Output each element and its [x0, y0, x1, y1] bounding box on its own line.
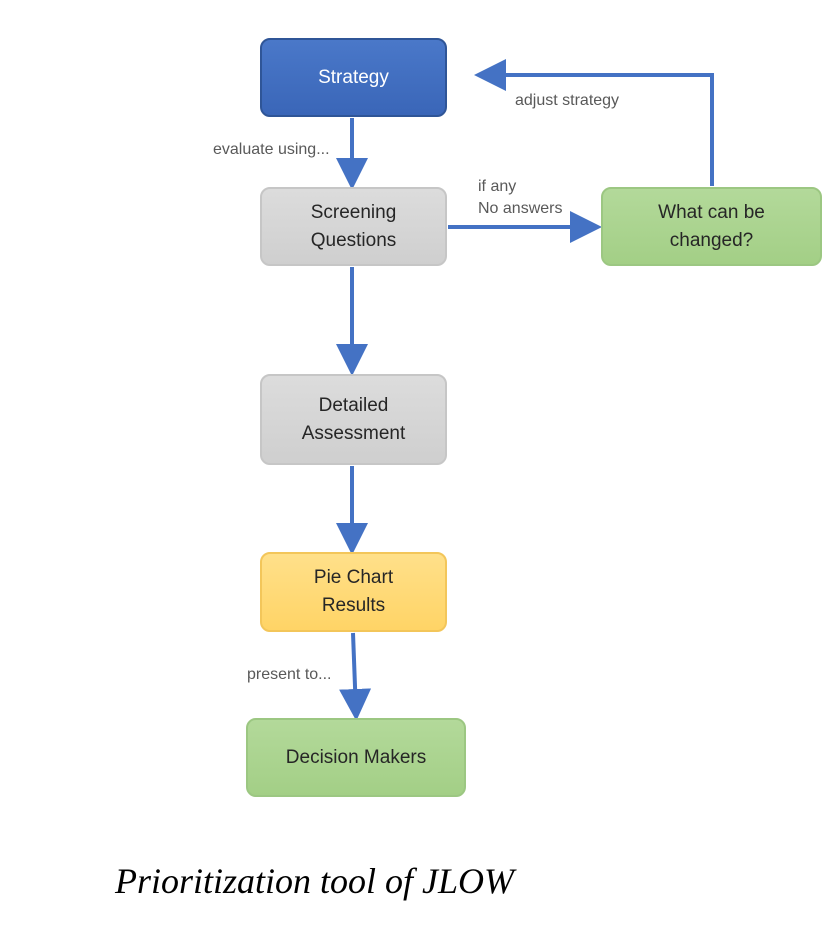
node-pie-chart-results: Pie Chart Results [260, 552, 447, 632]
node-detailed-assessment: Detailed Assessment [260, 374, 447, 465]
node-decision-makers: Decision Makers [246, 718, 466, 797]
edge-label-present-to: present to... [247, 666, 332, 683]
arrow-changed-to-strategy [474, 59, 714, 186]
edge-label-if-any-no-answers: if any No answers [478, 178, 563, 217]
arrow-pie-to-decision [339, 632, 372, 721]
edge-label-adjust-strategy: adjust strategy [515, 92, 620, 109]
node-what-can-be-changed: What can be changed? [601, 187, 822, 266]
figure-caption: Prioritization tool of JLOW [115, 861, 515, 901]
node-strategy: Strategy [260, 38, 447, 117]
edge-label-evaluate-using: evaluate using... [213, 141, 330, 158]
node-screening-questions: Screening Questions [260, 187, 447, 266]
